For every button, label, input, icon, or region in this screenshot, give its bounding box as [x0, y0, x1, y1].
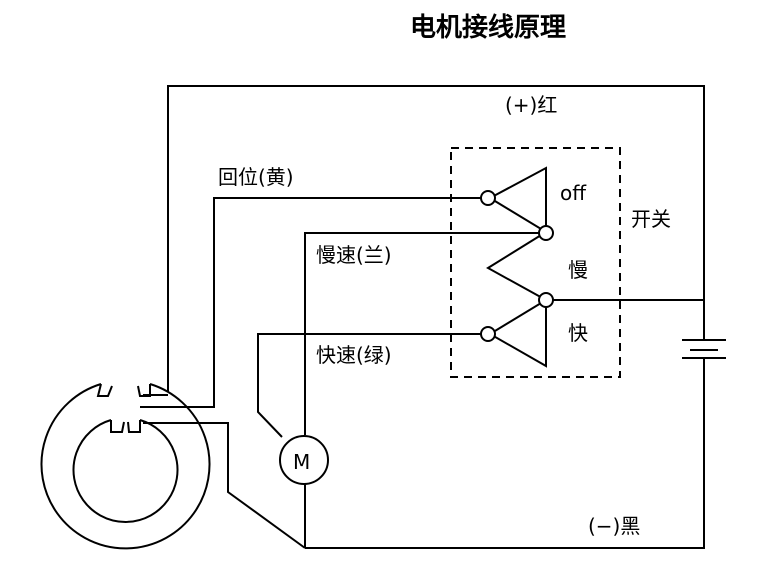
- terminal-return-icon: [480, 190, 496, 206]
- positive-label: (+)红: [505, 93, 557, 117]
- negative-label: (−)黑: [588, 514, 640, 538]
- switch-box: [450, 147, 621, 378]
- switch-contacts: [480, 166, 554, 368]
- slow-label: 慢: [568, 258, 588, 282]
- cam-return-lead: [143, 422, 306, 549]
- fast-wire: [257, 333, 481, 438]
- switch-label: 开关: [631, 207, 671, 231]
- cam-switch-icon: [40, 383, 211, 550]
- return-wire: [140, 197, 481, 408]
- motor: M: [279, 435, 329, 485]
- positive-wire: [167, 85, 705, 392]
- battery-icon: [682, 300, 726, 366]
- slow-wire: [304, 232, 539, 435]
- motor-label: M: [293, 450, 310, 474]
- terminal-common-icon: [538, 292, 554, 308]
- terminal-slow-icon: [538, 225, 554, 241]
- diagram-title: 电机接线原理: [410, 13, 566, 43]
- slow-speed-label: 慢速(兰): [316, 243, 392, 267]
- off-label: off: [560, 181, 587, 205]
- negative-wire: [305, 366, 705, 549]
- terminal-fast-icon: [480, 326, 496, 342]
- return-label: 回位(黄): [218, 165, 294, 189]
- fast-speed-label: 快速(绿): [316, 343, 392, 367]
- fast-label: 快: [568, 321, 588, 345]
